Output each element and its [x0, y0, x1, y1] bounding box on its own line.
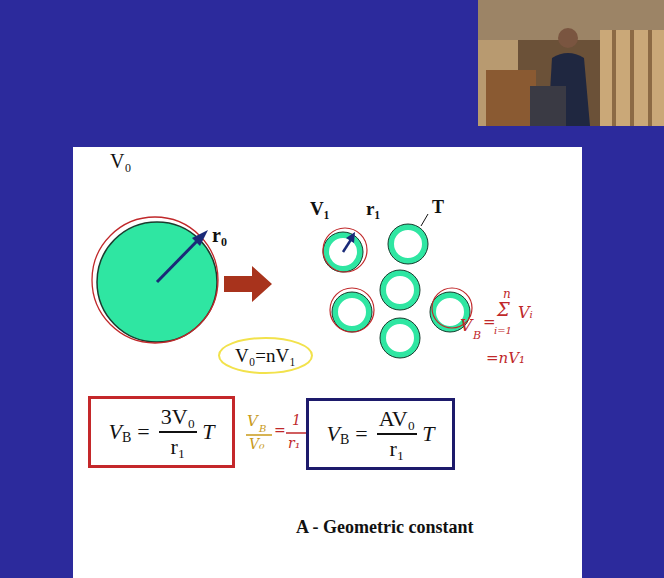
handwritten-note: Σ: [497, 300, 510, 320]
formula-symbol: T: [422, 421, 434, 447]
diagram-label: T: [432, 198, 444, 218]
handwritten-note: B: [259, 423, 266, 434]
handwritten-note: i=1: [494, 325, 512, 336]
handwritten-note: V: [460, 316, 472, 335]
diagram-label: V₀: [110, 150, 131, 172]
formula-numerator: 3V₀: [159, 404, 198, 433]
diagram-label: r₁: [366, 199, 380, 220]
formula-symbol: V: [326, 421, 339, 447]
formula-operator: =: [355, 421, 367, 447]
fraction: AV₀r₁: [377, 406, 418, 462]
handwritten-note: 1: [292, 413, 301, 428]
handwritten-note: r₁: [288, 436, 300, 451]
formula-box: VB=3V₀r₁T: [88, 396, 235, 468]
formula-denominator: r₁: [170, 433, 185, 460]
handwritten-note: Vᵢ: [518, 304, 533, 322]
handwritten-note: B: [473, 330, 481, 342]
handwritten-note: =: [274, 423, 286, 438]
formula-subscript: B: [340, 432, 349, 448]
formula-operator: =: [137, 419, 149, 445]
formula-numerator: AV₀: [377, 406, 418, 435]
formula-box: VB=AV₀r₁T: [306, 398, 455, 470]
handwritten-note: =nV₁: [486, 350, 525, 367]
highlight-ellipse: V₀=nV₁: [217, 336, 314, 375]
formula-symbol: T: [202, 419, 214, 445]
slide-panel: [73, 147, 582, 578]
formula-denominator: r₁: [389, 435, 404, 462]
video-inset: [478, 0, 664, 126]
formula-symbol: V: [108, 419, 121, 445]
handwritten-note: V: [247, 413, 258, 430]
transform-arrow: [224, 266, 272, 302]
diagram-label: r₀: [212, 224, 227, 246]
diagram-label: A - Geometric constant: [296, 518, 473, 538]
large-sphere: [92, 217, 218, 343]
formula-subscript: B: [122, 430, 131, 446]
fraction: 3V₀r₁: [159, 404, 198, 460]
small-shells: [323, 214, 472, 358]
diagram-label: V₁: [310, 199, 329, 220]
node-text: V₀=nV₁: [235, 345, 296, 367]
handwritten-note: =: [483, 314, 496, 331]
handwritten-note: V₀: [249, 437, 265, 452]
